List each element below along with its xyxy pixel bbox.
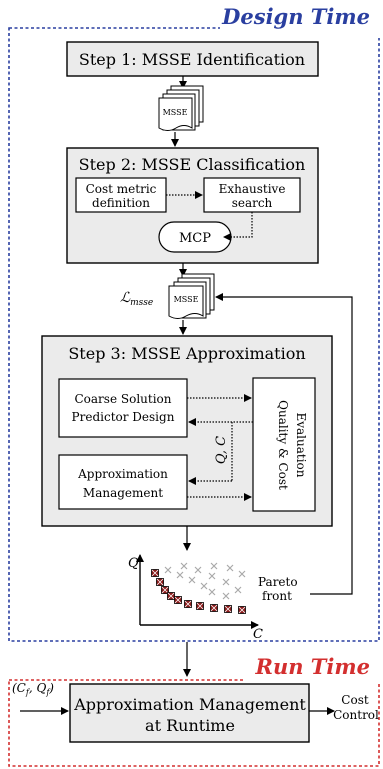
design-time-region bbox=[8, 27, 380, 642]
cost-metric-line2: definition bbox=[92, 196, 150, 210]
dominated-point-marker bbox=[226, 564, 234, 572]
dominated-point-marker bbox=[164, 566, 172, 574]
approximation-management-box bbox=[58, 454, 188, 510]
quality-cost-evaluation-box bbox=[252, 377, 316, 512]
run-time-region bbox=[8, 679, 380, 767]
step3-title: Step 3: MSSE Approximation bbox=[68, 344, 305, 363]
pareto-point-cross bbox=[184, 600, 192, 608]
dominated-point-marker bbox=[234, 586, 242, 594]
pareto-point-cross bbox=[224, 605, 232, 613]
cost-control-line2: Control bbox=[333, 708, 379, 722]
run-time-title: Run Time bbox=[255, 654, 371, 679]
pareto-point-cross bbox=[151, 569, 159, 577]
pareto-label-line1: Pareto bbox=[258, 575, 298, 589]
msse-doc-label-1: MSSE bbox=[163, 108, 188, 117]
dominated-point-marker bbox=[188, 576, 196, 584]
dominated-point-marker bbox=[176, 571, 184, 579]
runtime-approximation-box bbox=[69, 683, 310, 743]
step1-title: Step 1: MSSE Identification bbox=[79, 50, 305, 69]
l-msse-label: ℒmsse bbox=[120, 290, 153, 308]
dominated-point-marker bbox=[210, 562, 218, 570]
mcp-label: MCP bbox=[179, 231, 211, 246]
runtime-line1: Approximation Management bbox=[73, 695, 306, 714]
quality-line1: Quality & Cost bbox=[276, 400, 290, 490]
runtime-line2: at Runtime bbox=[145, 716, 235, 735]
pareto-feedback-arrow bbox=[215, 293, 353, 595]
coarse-solution-box bbox=[58, 378, 188, 438]
cost-metric-line1: Cost metric bbox=[86, 182, 157, 196]
exhaustive-line1: Exhaustive bbox=[219, 182, 286, 196]
pareto-point-cross bbox=[238, 606, 246, 614]
exhaustive-search-box bbox=[203, 177, 301, 213]
qc-label: Q, C bbox=[214, 436, 229, 464]
dominated-point-marker bbox=[222, 578, 230, 586]
msse-document-stack-1: MSSE bbox=[158, 85, 204, 131]
dominated-point-marker bbox=[200, 582, 208, 590]
msse-document-stack-2: MSSE bbox=[168, 273, 215, 319]
cost-metric-box bbox=[75, 177, 167, 213]
design-time-title: Design Time bbox=[221, 4, 370, 29]
pareto-point-cross bbox=[167, 592, 175, 600]
pareto-plot: Q C Pareto front bbox=[128, 554, 298, 642]
pareto-y-axis-label: Q bbox=[128, 556, 139, 571]
dominated-point-marker bbox=[194, 566, 202, 574]
approx-mgmt-line1: Approximation bbox=[77, 467, 168, 481]
dominated-point-marker bbox=[208, 588, 216, 596]
pareto-point-cross bbox=[196, 602, 204, 610]
pareto-point-cross bbox=[156, 578, 164, 586]
dominated-point-marker bbox=[180, 562, 188, 570]
pareto-x-axis-label: C bbox=[253, 627, 263, 642]
cost-control-line1: Cost bbox=[341, 693, 369, 707]
dominated-point-marker bbox=[222, 592, 230, 600]
coarse-line1: Coarse Solution bbox=[75, 392, 172, 406]
step2-title: Step 2: MSSE Classification bbox=[79, 155, 306, 174]
mcp-terminal bbox=[158, 221, 232, 253]
approx-mgmt-line2: Management bbox=[83, 486, 163, 500]
pareto-point-cross bbox=[161, 586, 169, 594]
msse-doc-label-2: MSSE bbox=[174, 295, 199, 304]
quality-line2: Evaluation bbox=[294, 412, 308, 477]
pareto-point-cross bbox=[210, 604, 218, 612]
runtime-input-label: (Cf, Qf) bbox=[12, 681, 54, 697]
pareto-point-cross bbox=[174, 596, 182, 604]
coarse-line2: Predictor Design bbox=[72, 410, 175, 424]
step1-box bbox=[66, 41, 319, 77]
exhaustive-line2: search bbox=[232, 196, 273, 210]
dominated-point-marker bbox=[208, 572, 216, 580]
pareto-label-line2: front bbox=[262, 589, 292, 603]
dominated-point-marker bbox=[238, 570, 246, 578]
